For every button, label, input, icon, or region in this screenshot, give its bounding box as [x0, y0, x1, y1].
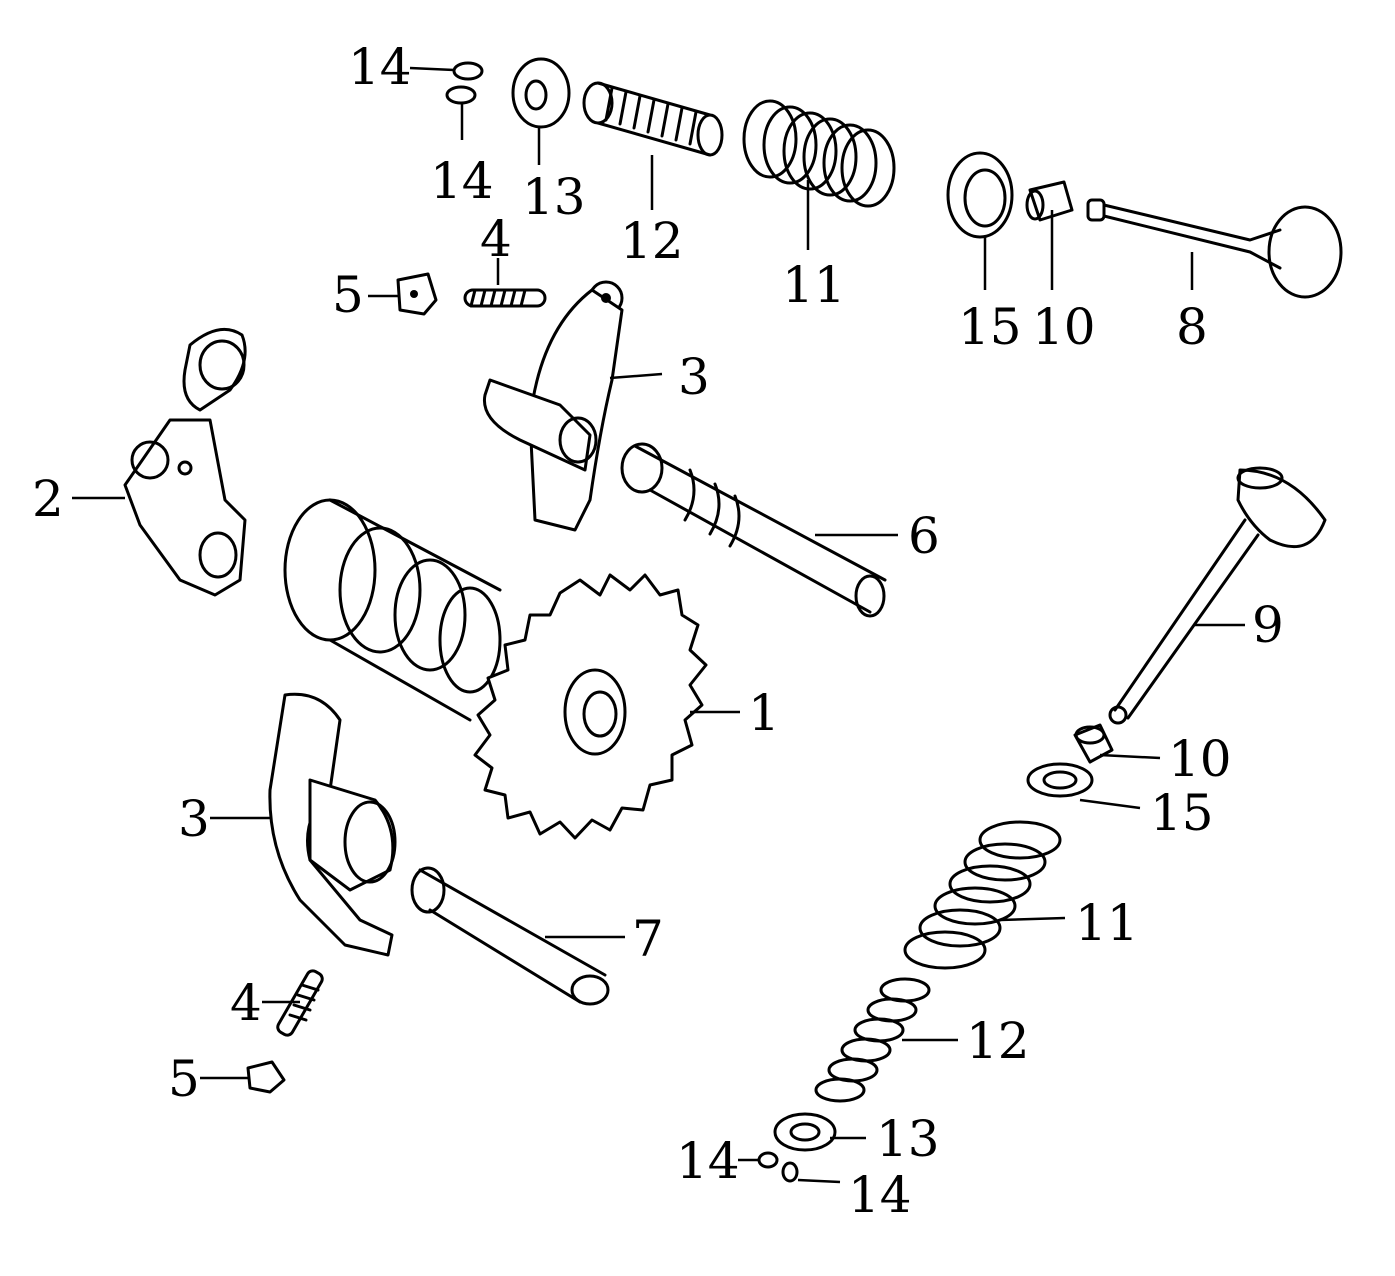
- callout-4: 4: [230, 974, 262, 1032]
- inner-spring-right: [814, 977, 931, 1103]
- callout-11: 11: [782, 256, 846, 314]
- rocker-shaft-6: [620, 442, 887, 618]
- cotter-half-right-a: [757, 1151, 779, 1169]
- rocker-bracket: [123, 327, 247, 597]
- callout-1: 1: [748, 684, 780, 742]
- valve-top: [1086, 198, 1343, 299]
- callout-9: 9: [1252, 596, 1284, 654]
- callout-14: 14: [848, 1166, 912, 1224]
- spring-retainer-top: [511, 57, 571, 129]
- valve-right: [1108, 466, 1327, 725]
- callout-4: 4: [480, 210, 512, 268]
- cotter-half-top-a: [452, 61, 484, 81]
- callout-13: 13: [876, 1110, 940, 1168]
- rocker-shaft-7: [410, 866, 610, 1006]
- rocker-arm-lower: [268, 692, 397, 957]
- adjusting-screw-top: [463, 288, 547, 308]
- inner-spring-top: [582, 81, 724, 157]
- callout-14: 14: [676, 1132, 740, 1190]
- cotter-half-right-b: [781, 1161, 799, 1183]
- callout-5: 5: [168, 1050, 200, 1108]
- callout-8: 8: [1176, 298, 1208, 356]
- spring-seat-right: [1026, 762, 1094, 798]
- cotter-half-top-b: [445, 85, 477, 105]
- lock-nut-lower: [246, 1060, 286, 1094]
- stem-seal-right: [1073, 723, 1114, 764]
- callout-10: 10: [1032, 298, 1096, 356]
- spring-retainer-right: [773, 1112, 837, 1152]
- outer-spring-top: [742, 99, 896, 208]
- callout-10: 10: [1168, 730, 1232, 788]
- callout-6: 6: [908, 507, 940, 565]
- callout-15: 15: [1150, 784, 1214, 842]
- callout-3: 3: [678, 348, 710, 406]
- outer-spring-right: [903, 820, 1062, 970]
- callout-11: 11: [1075, 894, 1139, 952]
- callout-5: 5: [332, 266, 364, 324]
- adjusting-screw-lower: [276, 969, 324, 1037]
- callout-13: 13: [522, 168, 586, 226]
- leader-lines: [72, 66, 1245, 1184]
- callout-7: 7: [632, 910, 664, 968]
- stem-seal-top: [1025, 180, 1074, 222]
- callout-15: 15: [958, 298, 1022, 356]
- rocker-arm-upper: [482, 280, 624, 532]
- callout-14: 14: [430, 152, 494, 210]
- callout-14: 14: [348, 38, 412, 96]
- lock-nut-top: [396, 272, 438, 316]
- callout-12: 12: [620, 212, 684, 270]
- spring-seat-top: [946, 151, 1014, 239]
- callout-labels: 14 14 13 12 11 4 5 15 10 8 3 2 6 9 1 10 …: [32, 38, 1284, 1224]
- callout-12: 12: [966, 1012, 1030, 1070]
- callout-3: 3: [178, 790, 210, 848]
- callout-2: 2: [32, 470, 64, 528]
- camshaft-sprocket: [283, 498, 708, 840]
